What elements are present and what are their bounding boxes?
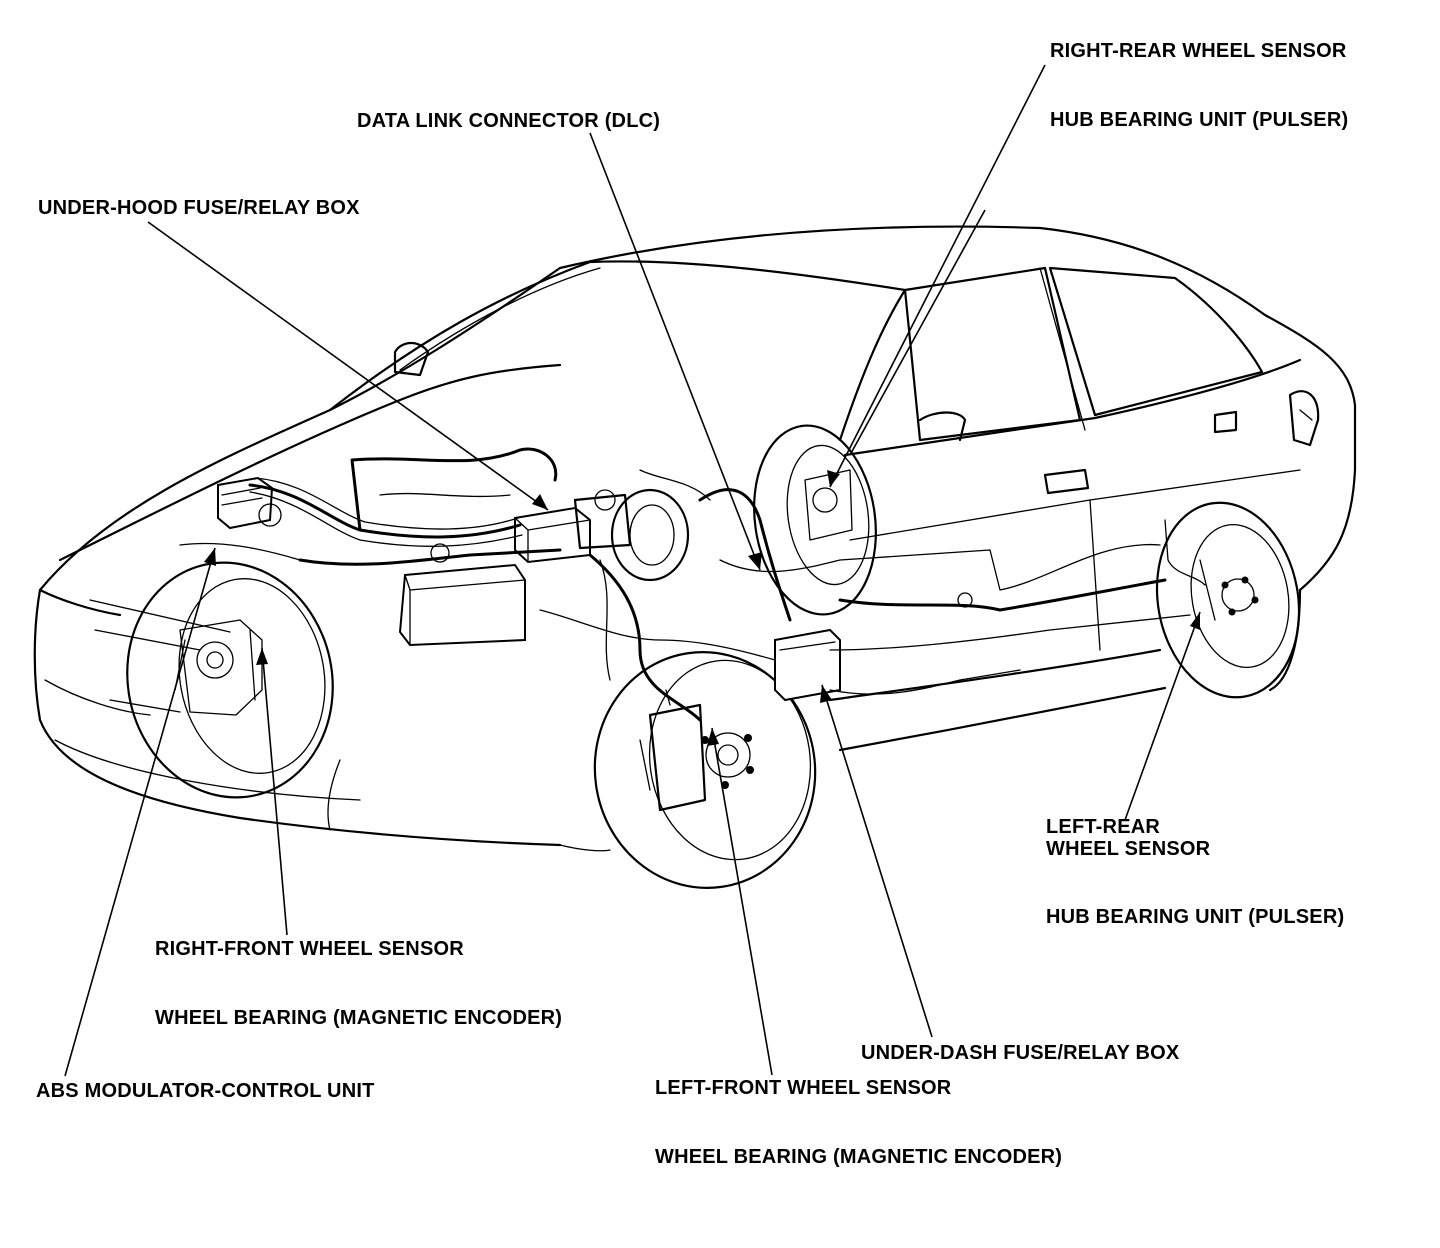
label-under-hood-fuse-relay-box: UNDER-HOOD FUSE/RELAY BOX xyxy=(38,197,360,219)
label-data-link-connector: DATA LINK CONNECTOR (DLC) xyxy=(357,110,661,132)
brake-lines-and-harness xyxy=(179,447,1206,722)
leader-left-front-sensor xyxy=(711,727,773,1076)
leader-under-hood-box xyxy=(147,221,549,511)
label-left-rear-wheel-sensor-line2: WHEEL SENSOR xyxy=(1046,838,1211,860)
leader-right-front-sensor xyxy=(261,647,288,936)
leader-right-rear-hub xyxy=(849,209,986,456)
leader-right-rear-sensor xyxy=(829,64,1046,488)
label-left-rear-wheel-sensor: LEFT-REAR WHEEL SENSOR xyxy=(1046,816,1210,860)
right-front-wheel xyxy=(126,561,334,799)
leader-under-dash-box xyxy=(821,684,933,1038)
left-rear-wheel xyxy=(1155,501,1301,699)
leader-abs-unit xyxy=(64,547,216,1077)
leader-left-rear-sensor xyxy=(1124,611,1201,821)
car-body-outline xyxy=(33,225,1357,852)
label-right-front-wheel-bearing: WHEEL BEARING (MAGNETIC ENCODER) xyxy=(155,1007,563,1029)
label-right-rear-wheel-sensor: RIGHT-REAR WHEEL SENSOR xyxy=(1050,40,1347,62)
label-right-front-wheel-sensor: RIGHT-FRONT WHEEL SENSOR xyxy=(155,938,464,960)
left-front-wheel xyxy=(593,651,817,889)
engine-bay-components xyxy=(217,476,841,702)
label-left-front-wheel-bearing: WHEEL BEARING (MAGNETIC ENCODER) xyxy=(655,1146,1063,1168)
right-rear-wheel xyxy=(753,424,877,616)
leader-lines xyxy=(64,64,1201,1077)
label-left-rear-wheel-sensor-line1: LEFT-REAR xyxy=(1046,816,1161,838)
label-under-dash-fuse-relay-box: UNDER-DASH FUSE/RELAY BOX xyxy=(861,1042,1180,1064)
leader-dlc xyxy=(589,132,761,571)
label-left-front-wheel-sensor: LEFT-FRONT WHEEL SENSOR xyxy=(655,1077,952,1099)
label-left-rear-hub-bearing: HUB BEARING UNIT (PULSER) xyxy=(1046,906,1345,928)
label-abs-modulator-control-unit: ABS MODULATOR-CONTROL UNIT xyxy=(36,1080,375,1102)
label-right-rear-hub-bearing: HUB BEARING UNIT (PULSER) xyxy=(1050,109,1349,131)
